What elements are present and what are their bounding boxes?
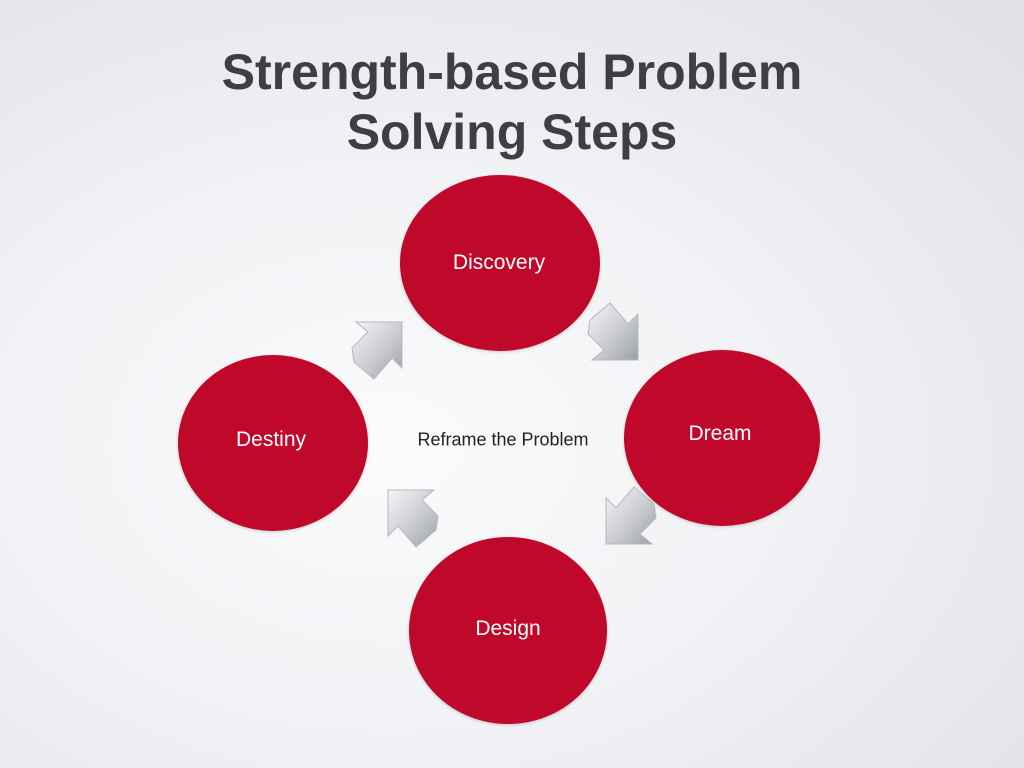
- center-label: Reframe the Problem: [417, 429, 589, 450]
- arrow-design-to-destiny-icon: [387, 489, 439, 548]
- arrow-dream-to-design-icon: [605, 486, 657, 545]
- arrow-discovery-to-dream-icon: [587, 302, 639, 361]
- slide-title-line-1: Strength-based Problem: [221, 44, 803, 100]
- destiny-node: [178, 355, 368, 531]
- slide-title: Strength-based Problem Solving Steps: [0, 42, 1024, 162]
- arrow-destiny-to-discovery-icon: [351, 321, 403, 380]
- slide-title-line-2: Solving Steps: [346, 104, 678, 160]
- dream-node: [624, 350, 820, 526]
- design-label: Design: [475, 617, 541, 640]
- dream-label: Dream: [688, 422, 752, 445]
- destiny-label: Destiny: [235, 428, 307, 451]
- discovery-node: [400, 175, 600, 351]
- design-node: [409, 537, 607, 724]
- discovery-label: Discovery: [452, 251, 546, 274]
